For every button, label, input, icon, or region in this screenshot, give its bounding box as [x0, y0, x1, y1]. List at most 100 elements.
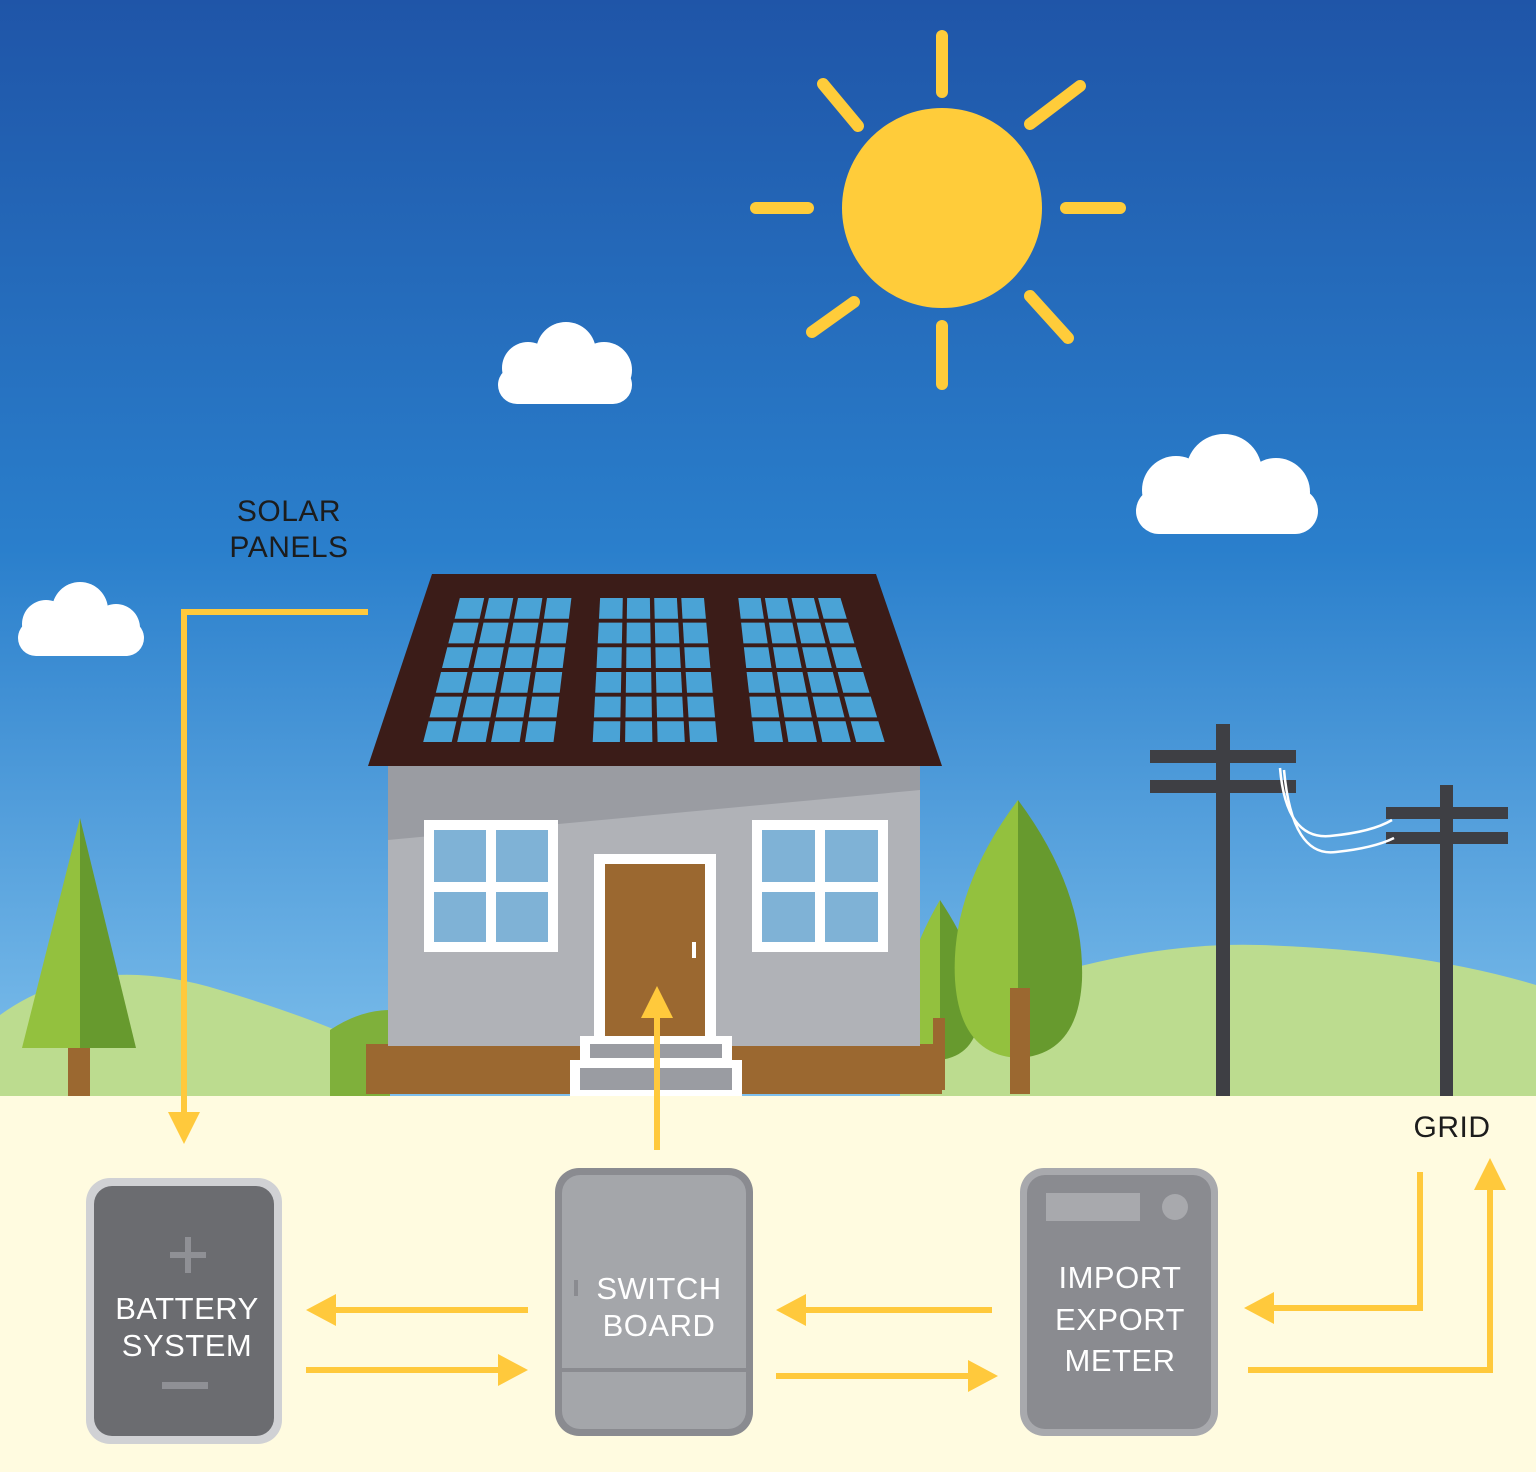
solar-cell [504, 647, 535, 668]
cloud-icon [1136, 434, 1318, 534]
power-lines [1278, 767, 1395, 854]
switch-board-label: SWITCH BOARD [596, 1271, 722, 1344]
solar-cell [785, 721, 817, 742]
solar-cell [654, 598, 679, 619]
solar-cell [532, 672, 563, 693]
solar-cell [626, 647, 652, 668]
solar-cell [802, 647, 832, 668]
solar-cell [626, 598, 651, 619]
solar-cell [626, 622, 651, 644]
solar-cell [657, 721, 685, 742]
solar-cell [818, 598, 847, 619]
solar-cell [462, 696, 495, 718]
solar-cell [500, 672, 531, 693]
minus-icon [162, 1382, 208, 1389]
solar-cell [824, 622, 855, 644]
solar-cell [595, 672, 622, 693]
import-export-meter-label: IMPORT EXPORT METER [1055, 1260, 1185, 1379]
solar-cell [746, 672, 776, 693]
solar-cell [655, 672, 683, 693]
arrow-heads [168, 986, 1506, 1392]
solar-cell [495, 696, 527, 718]
solar-cell [423, 721, 457, 742]
solar-cell [764, 598, 792, 619]
solar-cell [850, 721, 885, 742]
solar-cell [655, 647, 681, 668]
switch-board [555, 1168, 753, 1436]
solar-cell [625, 672, 652, 693]
solar-cell [682, 622, 709, 644]
solar-cell [807, 672, 839, 693]
meter-indicator [1162, 1194, 1188, 1220]
solar-cell [791, 598, 820, 619]
arrow-meter-to-grid [1248, 1186, 1493, 1373]
solar-cell [796, 622, 826, 644]
solar-cell [596, 647, 622, 668]
utility-pole [1150, 724, 1296, 1096]
battery-system [86, 1178, 282, 1444]
solar-cell [773, 647, 802, 668]
arrow-solar-to-battery [181, 609, 368, 1118]
solar-cell [514, 598, 543, 619]
solar-cell [592, 721, 621, 742]
battery-system-label: BATTERY SYSTEM [115, 1291, 259, 1364]
solar-cell [468, 672, 500, 693]
solar-cell [688, 721, 718, 742]
plus-icon [170, 1237, 206, 1273]
roof [368, 574, 942, 766]
solar-cell [741, 622, 768, 644]
arrow-grid-to-meter [1270, 1172, 1423, 1311]
solar-cell [491, 721, 523, 742]
solar-cell [442, 647, 474, 668]
solar-panels [423, 598, 885, 742]
solar-cell [525, 721, 557, 742]
cloud-icon [498, 322, 632, 404]
flow-arrows [181, 609, 1493, 1379]
solar-cell [435, 672, 468, 693]
grid-label: GRID [1413, 1111, 1491, 1144]
solar-cell [540, 622, 569, 644]
solar-cell [831, 647, 862, 668]
solar-cell [594, 696, 621, 718]
solar-cell [599, 598, 623, 619]
solar-cell [484, 598, 514, 619]
solar-cell [509, 622, 539, 644]
solar-cell [844, 696, 878, 718]
solar-cell [478, 622, 509, 644]
solar-cell [448, 622, 479, 644]
solar-cell [454, 598, 485, 619]
solar-cell [685, 672, 713, 693]
solar-cell [687, 696, 715, 718]
solar-cell [752, 721, 783, 742]
pine-tree [22, 818, 136, 1096]
meter-display [1046, 1193, 1140, 1221]
solar-cell [681, 598, 706, 619]
solar-cell [743, 647, 772, 668]
utility-pole [1386, 785, 1508, 1096]
solar-cell [543, 598, 572, 619]
solar-cell [817, 721, 851, 742]
solar-cell [597, 622, 623, 644]
solar-cell [656, 696, 684, 718]
solar-cell [528, 696, 560, 718]
solar-cell [654, 622, 680, 644]
solar-cell [749, 696, 780, 718]
solar-panels-label: SOLAR PANELS [229, 495, 349, 564]
solar-cell [473, 647, 504, 668]
solar-cell [738, 598, 764, 619]
solar-cell [536, 647, 566, 668]
cloud-icon [18, 582, 144, 656]
window [752, 820, 888, 952]
solar-cell [769, 622, 797, 644]
solar-cell [684, 647, 711, 668]
window [424, 820, 558, 952]
solar-cell [625, 696, 652, 718]
solar-cell [812, 696, 845, 718]
sun-icon [750, 30, 1126, 390]
solar-cell [777, 672, 807, 693]
solar-cell [837, 672, 870, 693]
big-tree [954, 800, 1083, 1094]
solar-cell [457, 721, 490, 742]
